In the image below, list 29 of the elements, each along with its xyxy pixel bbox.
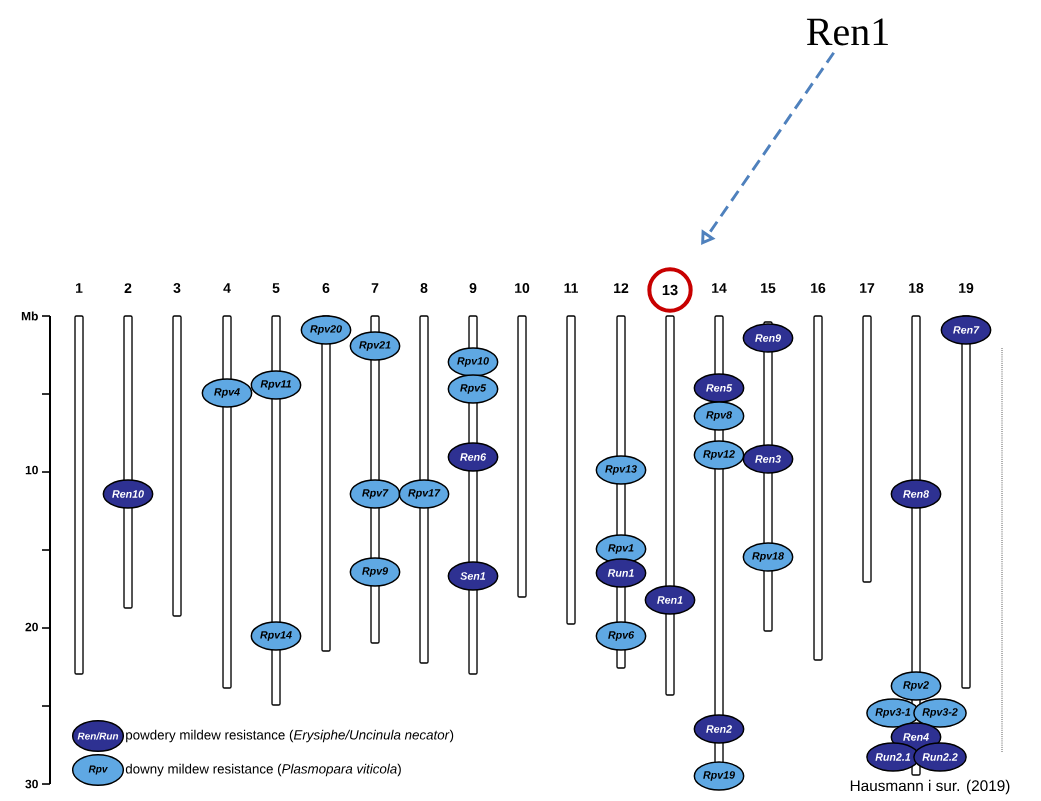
chromosome-number: 8 [420,283,428,293]
chromosome-number: 5 [272,283,280,293]
chromosome-number: 3 [173,283,181,293]
chromosome-number: 17 [860,283,875,293]
axis-label: Mb [21,311,38,321]
chromosome-number: 9 [469,283,477,293]
arrow [701,51,835,245]
chromosome-number: 14 [712,283,727,293]
swatch-label: Ren/Run [77,732,119,740]
chromosome-number: 7 [371,283,379,293]
legend-text: downy mildew resistance (Plasmopara viticola) [125,763,401,777]
chromosome-number: 10 [515,283,530,293]
chromosome-number: 6 [322,283,330,293]
chromosome-number: 1 [76,283,83,293]
chromosome-number: 16 [811,283,826,293]
citation: Hausmann i sur. (2019) [850,779,1010,795]
chromosome-number: 18 [909,283,924,293]
chromosome-number: 15 [761,283,776,293]
annotation-text: Ren1 [806,18,888,46]
chromosome-number: 2 [124,283,132,293]
chromosome-number: 4 [223,283,231,293]
legend-text: powdery mildew resistance (Erysiphe/Uncinula necator) [126,729,454,743]
swatch-label: Rpv [88,765,108,775]
chromosome-number: 11 [564,283,578,293]
axis-label: 20 [25,622,38,632]
axis-label: 10 [25,465,38,475]
chromosome-number: 12 [614,283,629,293]
axis-label: 30 [25,779,38,789]
chromosome-number: 19 [959,283,974,293]
